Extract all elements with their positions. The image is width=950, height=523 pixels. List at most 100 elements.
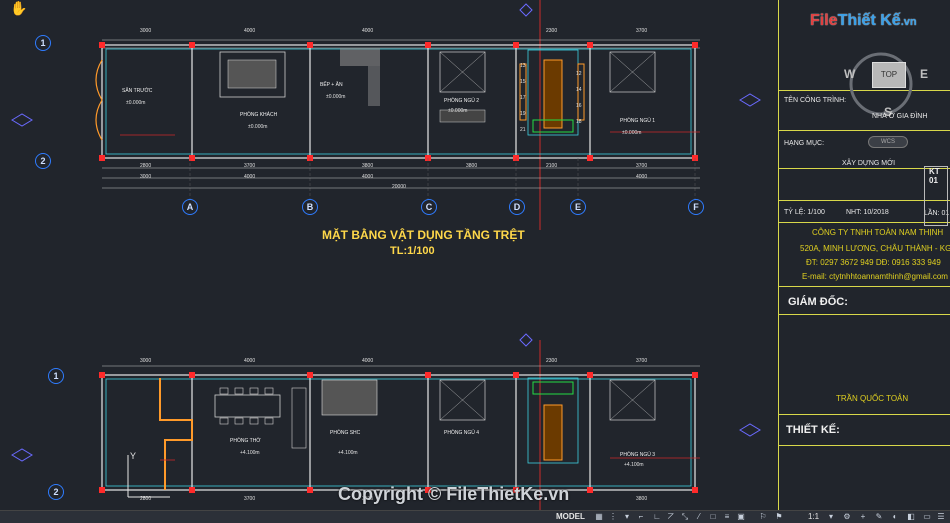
dimension-text: 3800 [362,163,374,169]
stair-step-number: 12 [576,71,582,77]
item-value: XÂY DỰNG MỚI [842,160,896,167]
viewcube-top-face[interactable]: TOP [872,62,906,88]
level-label: ±0.000m [448,108,468,114]
project-label: TÊN CÔNG TRÌNH: [784,97,847,104]
isometric-drafting-icon[interactable]: ⤡ [681,512,689,521]
room-label: BẾP + ĂN [320,82,343,88]
annotation-visibility-icon[interactable]: ⚐ [759,512,767,521]
isolate-objects-icon[interactable]: ◐ [892,512,898,521]
viewcube-west[interactable]: W [844,67,856,81]
annotation-scale[interactable]: 1:1 [808,512,820,521]
wcs-dropdown[interactable]: WCS [868,136,908,148]
dimension-text: 3700 [244,163,256,169]
item-label: HẠNG MỤC: [784,140,825,147]
room-label: PHÒNG NGỦ 3 [620,452,656,458]
level-label: +4.100m [624,462,644,468]
dimension-text: 4000 [244,358,256,364]
title-block [778,0,950,510]
plan-title: MẶT BẰNG VẬT DỤNG TẦNG TRỆT [322,228,525,242]
dimension-text: 3000 [140,28,152,34]
dimension-text: 4000 [362,358,374,364]
snap-mode-icon[interactable]: ⋮ [609,512,617,521]
company-email: E-mail: ctytnhhtoannamthinh@gmail.com [802,272,948,281]
viewcube-east[interactable]: E [920,67,929,81]
dimension-text: 3000 [140,358,152,364]
grid-axis-row-1-upper: 1 [48,368,64,384]
stair-step-number: 17 [520,95,526,101]
workspace-switch-icon[interactable]: ✎ [875,512,883,521]
room-label: PHÒNG KHÁCH [240,112,278,118]
grid-axis-col-a: A [182,199,198,215]
level-label: +4.100m [240,450,260,456]
dimension-text: 3800 [636,496,648,502]
director-label: GIÁM ĐỐC: [788,296,848,308]
level-label: ±0.000m [622,130,642,136]
room-label: PHÒNG NGỦ 4 [444,430,480,436]
dimension-text: 2300 [546,358,558,364]
dimension-total: 20000 [392,184,406,190]
dimension-text: 4000 [244,28,256,34]
model-space-button[interactable]: MODEL [556,512,585,521]
dimension-text: 3800 [362,496,374,502]
dimension-text: 3700 [244,496,256,502]
plan-ground-floor [11,3,761,200]
grid-display-icon[interactable]: ▦ [595,512,603,521]
stair-step-number: 14 [576,87,582,93]
level-label: +4.100m [338,450,358,456]
room-label: PHÒNG NGỦ 2 [444,98,480,104]
plan-scale: TL:1/100 [390,245,435,257]
add-icon[interactable]: + [860,512,866,521]
infer-constraints-icon[interactable]: ⌐ [638,512,644,521]
dimension-text: 2300 [546,28,558,34]
clean-screen-icon[interactable]: ▭ [923,512,931,521]
settings-gear-icon[interactable]: ⚙ [843,512,851,521]
company-address: 520A, MINH LƯƠNG, CHÂU THÀNH - KG [800,244,950,253]
level-label: ±0.000m [126,100,146,106]
object-snap-icon[interactable]: □ [710,512,716,521]
polar-tracking-icon[interactable]: ⦢ [667,512,675,521]
dimension-text: 4000 [362,28,374,34]
dimension-text: 3700 [636,163,648,169]
room-label: PHÒNG NGỦ 1 [620,118,656,124]
customization-menu-icon[interactable]: ☰ [937,512,945,521]
room-label: PHÒNG THỜ [230,438,261,444]
viewcube[interactable] [845,48,917,120]
filethietke-logo: FileThiết Kế.vn [810,12,917,29]
copyright-watermark: Copyright © FileThietKe.vn [338,484,570,504]
auto-scale-icon[interactable]: ⚑ [775,512,783,521]
pan-hand-cursor-icon: ✋ [10,0,28,16]
sheet-label: LẦN: 01 [924,210,950,217]
grid-axis-row-2-upper: 2 [48,484,64,500]
stair-step-number: 19 [520,111,526,117]
annotation-scale-dropdown-icon[interactable]: ▾ [828,512,833,521]
date-label: NHT: 10/2018 [846,209,889,216]
dimension-text: 2800 [140,496,152,502]
viewcube-south[interactable]: S [884,105,893,119]
lineweight-icon[interactable]: ≡ [724,512,730,521]
company-name: CÔNG TY TNHH TOÀN NAM THỊNH [812,228,944,237]
room-label: SÂN TRƯỚC [122,88,153,94]
level-label: ±0.000m [326,94,346,100]
scale-label: TỶ LỆ: 1/100 [784,209,825,216]
hardware-acceleration-icon[interactable]: ◧ [907,512,915,521]
snap-dropdown-icon[interactable]: ▾ [624,512,629,521]
stair-step-number: 16 [576,103,582,109]
project-value: NHÀ Ở GIA ĐÌNH [872,113,928,120]
transparency-icon[interactable]: ▣ [737,512,745,521]
director-name: TRẦN QUỐC TOẢN [836,394,909,403]
grid-axis-col-c: C [421,199,437,215]
status-bar: MODEL ▦ ⋮ ▾ ⌐ ∟ ⦢ ⤡ ⁄ □ ≡ ▣ ⚐ ⚑ 1:1 ▾ ⚙ … [0,510,950,523]
object-snap-tracking-icon[interactable]: ⁄ [698,512,700,521]
dimension-text: 2800 [140,163,152,169]
grid-axis-row-1: 1 [35,35,51,51]
dimension-text: 4000 [244,174,256,180]
stair-step-number: 18 [576,119,582,125]
plan-upper-floor: Y [11,333,761,498]
level-label: ±0.000m [248,124,268,130]
sheet-code-tab: KT 01 [924,166,948,226]
company-phone: ĐT: 0297 3672 949 DĐ: 0916 333 949 [806,258,941,267]
cad-drawing-canvas[interactable]: Y [0,0,950,510]
dimension-text: 3800 [466,163,478,169]
ortho-mode-icon[interactable]: ∟ [653,512,661,521]
dimension-text: 4000 [362,174,374,180]
